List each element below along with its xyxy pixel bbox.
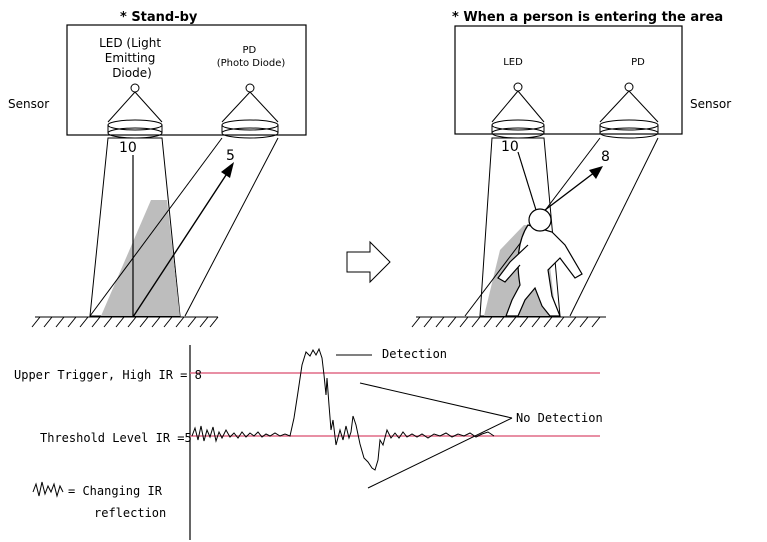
- standby-sensor-box: [66, 24, 307, 136]
- standby-ground: [31, 316, 219, 328]
- entering-pd-receiver: [599, 82, 659, 139]
- no-detection-label: No Detection: [516, 411, 603, 425]
- entering-led-label: LED: [503, 57, 523, 68]
- entering-reflect-ray: [544, 171, 596, 211]
- entering-arrow-head: [589, 166, 603, 179]
- legend-text-line2: reflection: [94, 506, 166, 520]
- entering-sensor-box: [454, 25, 683, 135]
- ir-signal-waveform: [191, 347, 495, 471]
- standby-pd-beam-left: [89, 137, 223, 317]
- entering-ground: [411, 316, 606, 328]
- entering-pd-label: PD: [631, 57, 645, 68]
- standby-arrow-head: [221, 162, 234, 178]
- entering-led-emitter: [491, 82, 545, 139]
- threshold-label: Threshold Level IR =5: [40, 431, 192, 445]
- standby-pd-label: PD (Photo Diode): [217, 45, 286, 69]
- entering-pd-value: 8: [601, 149, 610, 165]
- entering-pd-beam-right: [569, 137, 659, 317]
- no-detection-leaders: [359, 382, 513, 489]
- standby-sensor-label: Sensor: [8, 97, 49, 111]
- person-figure: [497, 208, 583, 317]
- legend-text-line1: = Changing IR: [68, 484, 163, 498]
- standby-overlap-area: [101, 200, 180, 316]
- transition-arrow-icon: [346, 240, 391, 284]
- standby-led-label: LED (Light Emitting Diode): [99, 36, 165, 80]
- entering-title: * When a person is entering the area: [452, 10, 723, 25]
- standby-pd-value: 5: [226, 148, 235, 164]
- entering-led-value: 10: [501, 139, 519, 155]
- entering-emit-ray: [517, 151, 537, 211]
- standby-pd-receiver: [221, 83, 279, 139]
- standby-pd-beam-right: [184, 137, 279, 317]
- upper-trigger-label: Upper Trigger, High IR = 8: [14, 368, 202, 382]
- standby-led-value: 10: [119, 140, 137, 156]
- standby-title: * Stand-by: [120, 10, 198, 25]
- entering-sensor-label: Sensor: [690, 97, 731, 111]
- changing-ir-legend-icon: [32, 481, 64, 498]
- standby-reflect-ray: [132, 171, 229, 318]
- detection-label: Detection: [382, 347, 447, 361]
- standby-led-emitter: [107, 83, 163, 139]
